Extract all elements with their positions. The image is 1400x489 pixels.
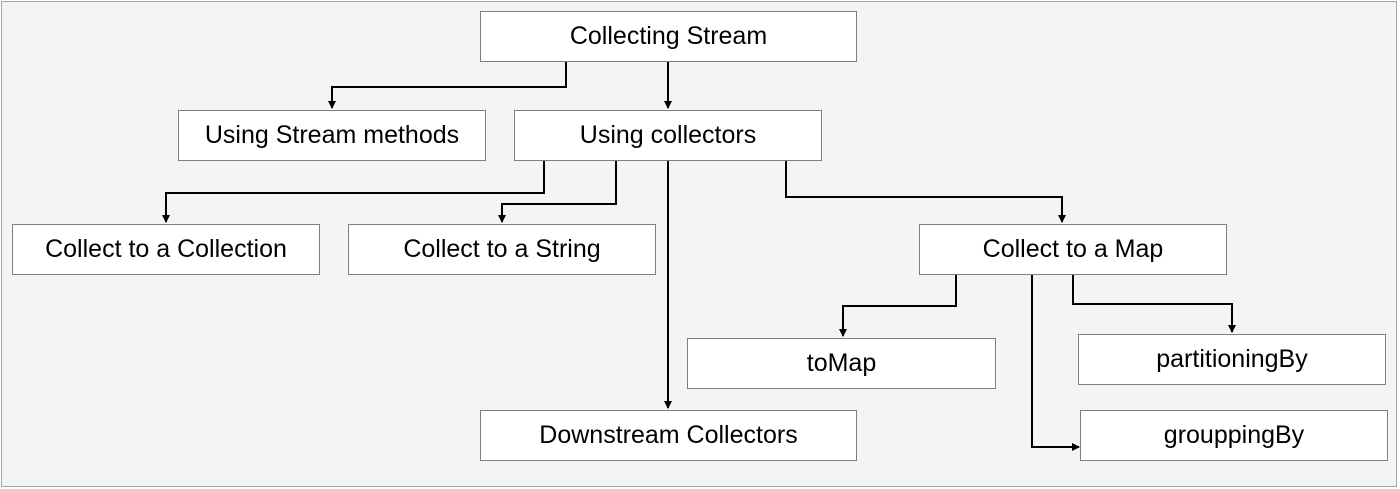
node-collect-to-string: Collect to a String <box>348 224 656 275</box>
node-downstream-collectors: Downstream Collectors <box>480 410 857 461</box>
node-tomap: toMap <box>687 338 996 389</box>
node-collecting-stream: Collecting Stream <box>480 11 857 62</box>
edge-map-to-partitioningby <box>1072 274 1236 333</box>
node-collect-to-map: Collect to a Map <box>919 224 1227 275</box>
node-grouppingby: grouppingBy <box>1080 410 1388 461</box>
edge-collectors-to-collection <box>162 161 545 223</box>
node-collect-to-collection: Collect to a Collection <box>12 224 320 275</box>
edge-map-to-tomap <box>839 274 957 337</box>
edge-map-to-grouppingby <box>1031 274 1080 451</box>
node-partitioningby: partitioningBy <box>1078 334 1386 385</box>
node-using-stream-methods: Using Stream methods <box>178 110 486 161</box>
edge-collectors-to-map <box>785 161 1066 223</box>
edge-collectors-to-string <box>498 161 617 223</box>
edge-root-to-stream-methods <box>328 62 567 109</box>
node-using-collectors: Using collectors <box>514 110 822 161</box>
